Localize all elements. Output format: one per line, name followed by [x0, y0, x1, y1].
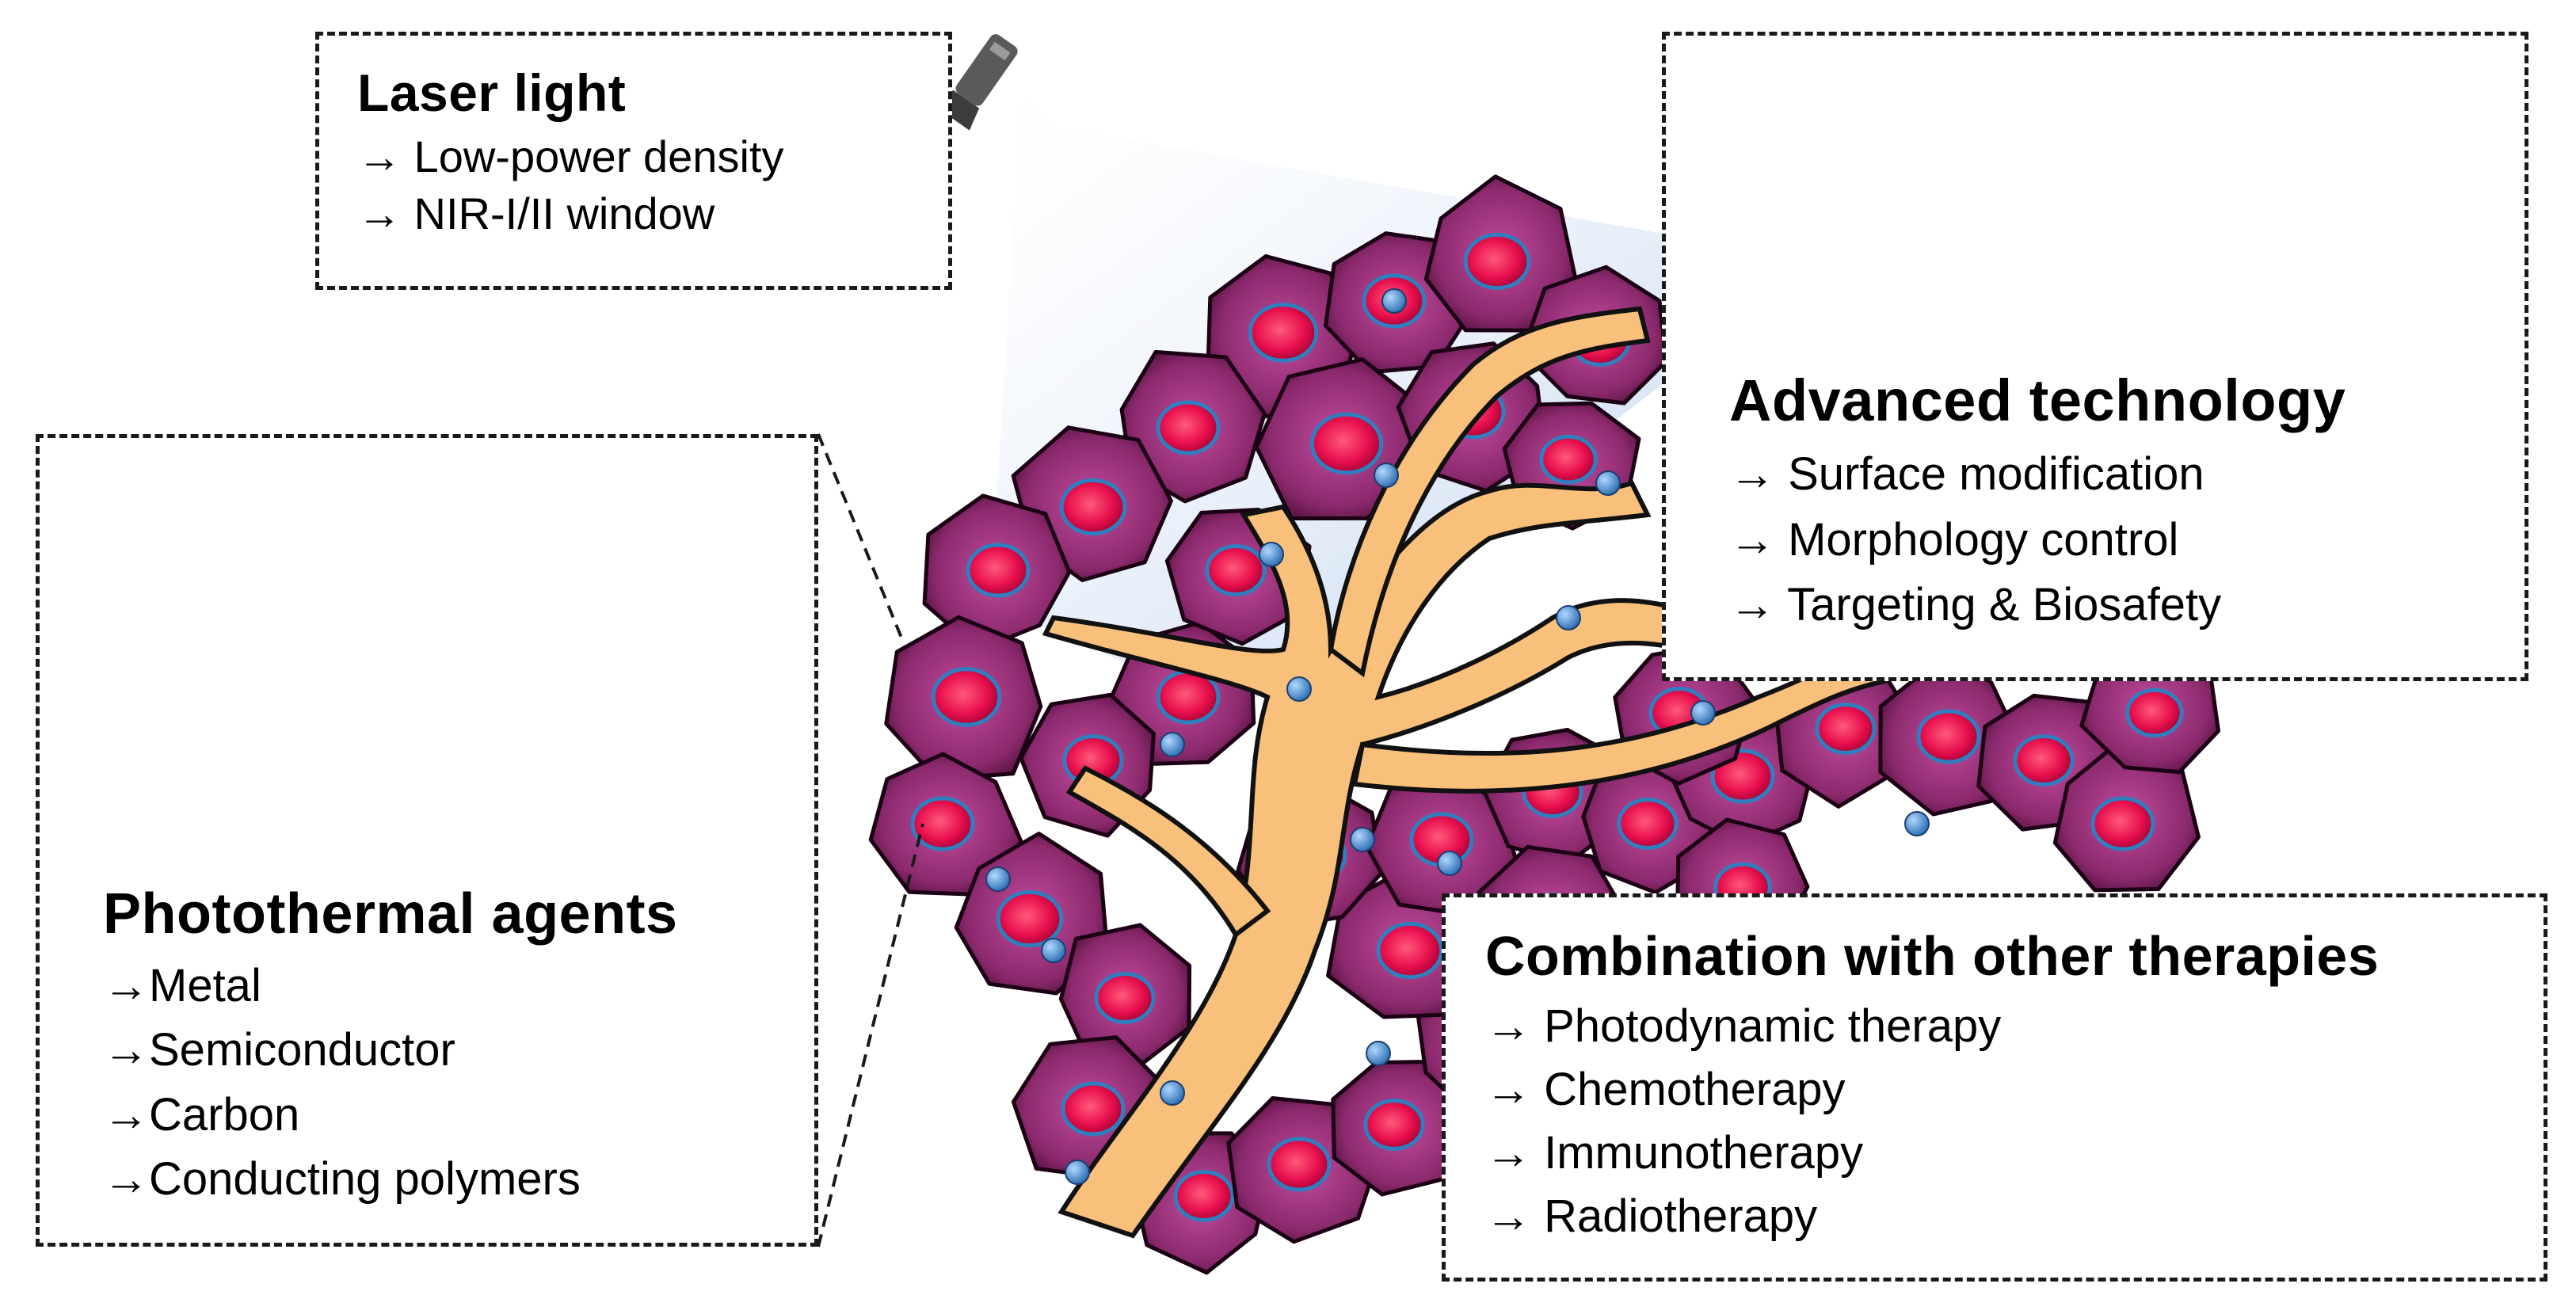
photothermal-item: →Metal [103, 960, 261, 1012]
laser-light-box: Laser light → Low-power density → NIR-I/… [315, 32, 952, 290]
nanoparticle-dot [1556, 605, 1581, 630]
nanoparticle-dot [985, 866, 1011, 892]
nanoparticle-dot [1374, 463, 1399, 488]
advanced-item: → Targeting & Biosafety [1729, 579, 2222, 631]
nanoparticle-dot [1259, 542, 1284, 567]
nanoparticle-dot [1690, 700, 1716, 726]
nanoparticle-dot [1160, 732, 1185, 757]
combination-therapies-title: Combination with other therapies [1485, 925, 2380, 987]
advanced-technology-box: Advanced technology → Surface modificati… [1662, 32, 2528, 681]
photothermal-agents-title: Photothermal agents [103, 882, 678, 946]
combination-therapies-box: Combination with other therapies → Photo… [1442, 893, 2547, 1282]
blood-vessel [1042, 480, 1746, 1239]
nanoparticle-dot [1065, 1160, 1090, 1185]
combination-therapies-list: → Photodynamic therapy → Chemotherapy → … [1485, 995, 2504, 1248]
laser-item: → NIR-I/II window [357, 189, 715, 239]
nanoparticle-dot [1595, 470, 1621, 496]
nanoparticle-dot [1041, 938, 1066, 963]
laser-item: → Low-power density [357, 131, 784, 181]
combination-item: → Chemotherapy [1485, 1064, 1846, 1116]
tumor-cell [1331, 1059, 1472, 1197]
nanoparticle-dot [1286, 676, 1312, 702]
advanced-technology-text: Advanced technology → Surface modificati… [1729, 368, 2345, 638]
combination-item: → Immunotherapy [1485, 1127, 1864, 1179]
photothermal-agents-text: Photothermal agents →Metal →Semiconducto… [103, 882, 678, 1211]
laser-light-list: → Low-power density → NIR-I/II window [357, 128, 910, 244]
tumor-cell [1423, 174, 1578, 333]
tumor-cell [1119, 349, 1267, 504]
advanced-item: → Morphology control [1729, 513, 2179, 566]
nanoparticle-dot [1366, 1041, 1391, 1066]
combination-item: → Photodynamic therapy [1485, 1000, 2002, 1052]
photothermal-agents-list: →Metal →Semiconductor →Carbon →Conductin… [103, 954, 678, 1211]
advanced-item: → Surface modification [1729, 448, 2204, 501]
laser-light-title: Laser light [357, 63, 627, 122]
nanoparticle-dot [1350, 827, 1375, 852]
tumor-cell [868, 752, 1023, 897]
photothermal-item: →Conducting polymers [103, 1152, 581, 1205]
advanced-technology-list: → Surface modification → Morphology cont… [1729, 442, 2345, 638]
photothermal-item: →Semiconductor [103, 1024, 455, 1076]
nanoparticle-dot [1160, 1080, 1185, 1106]
tumor-cell [2052, 740, 2201, 893]
nanoparticle-dot [1437, 851, 1462, 876]
connector-line [817, 823, 924, 1247]
photothermal-agents-box: Photothermal agents →Metal →Semiconducto… [36, 434, 818, 1247]
tumor-cell [922, 493, 1072, 653]
nanoparticle-dot [1904, 811, 1930, 836]
advanced-technology-title: Advanced technology [1729, 368, 2346, 433]
nanoparticle-dot [1381, 288, 1407, 314]
photothermal-item: →Carbon [103, 1088, 300, 1141]
combination-item: → Radiotherapy [1485, 1190, 1818, 1243]
connector-line [817, 433, 905, 642]
tumor-cell [884, 615, 1043, 781]
